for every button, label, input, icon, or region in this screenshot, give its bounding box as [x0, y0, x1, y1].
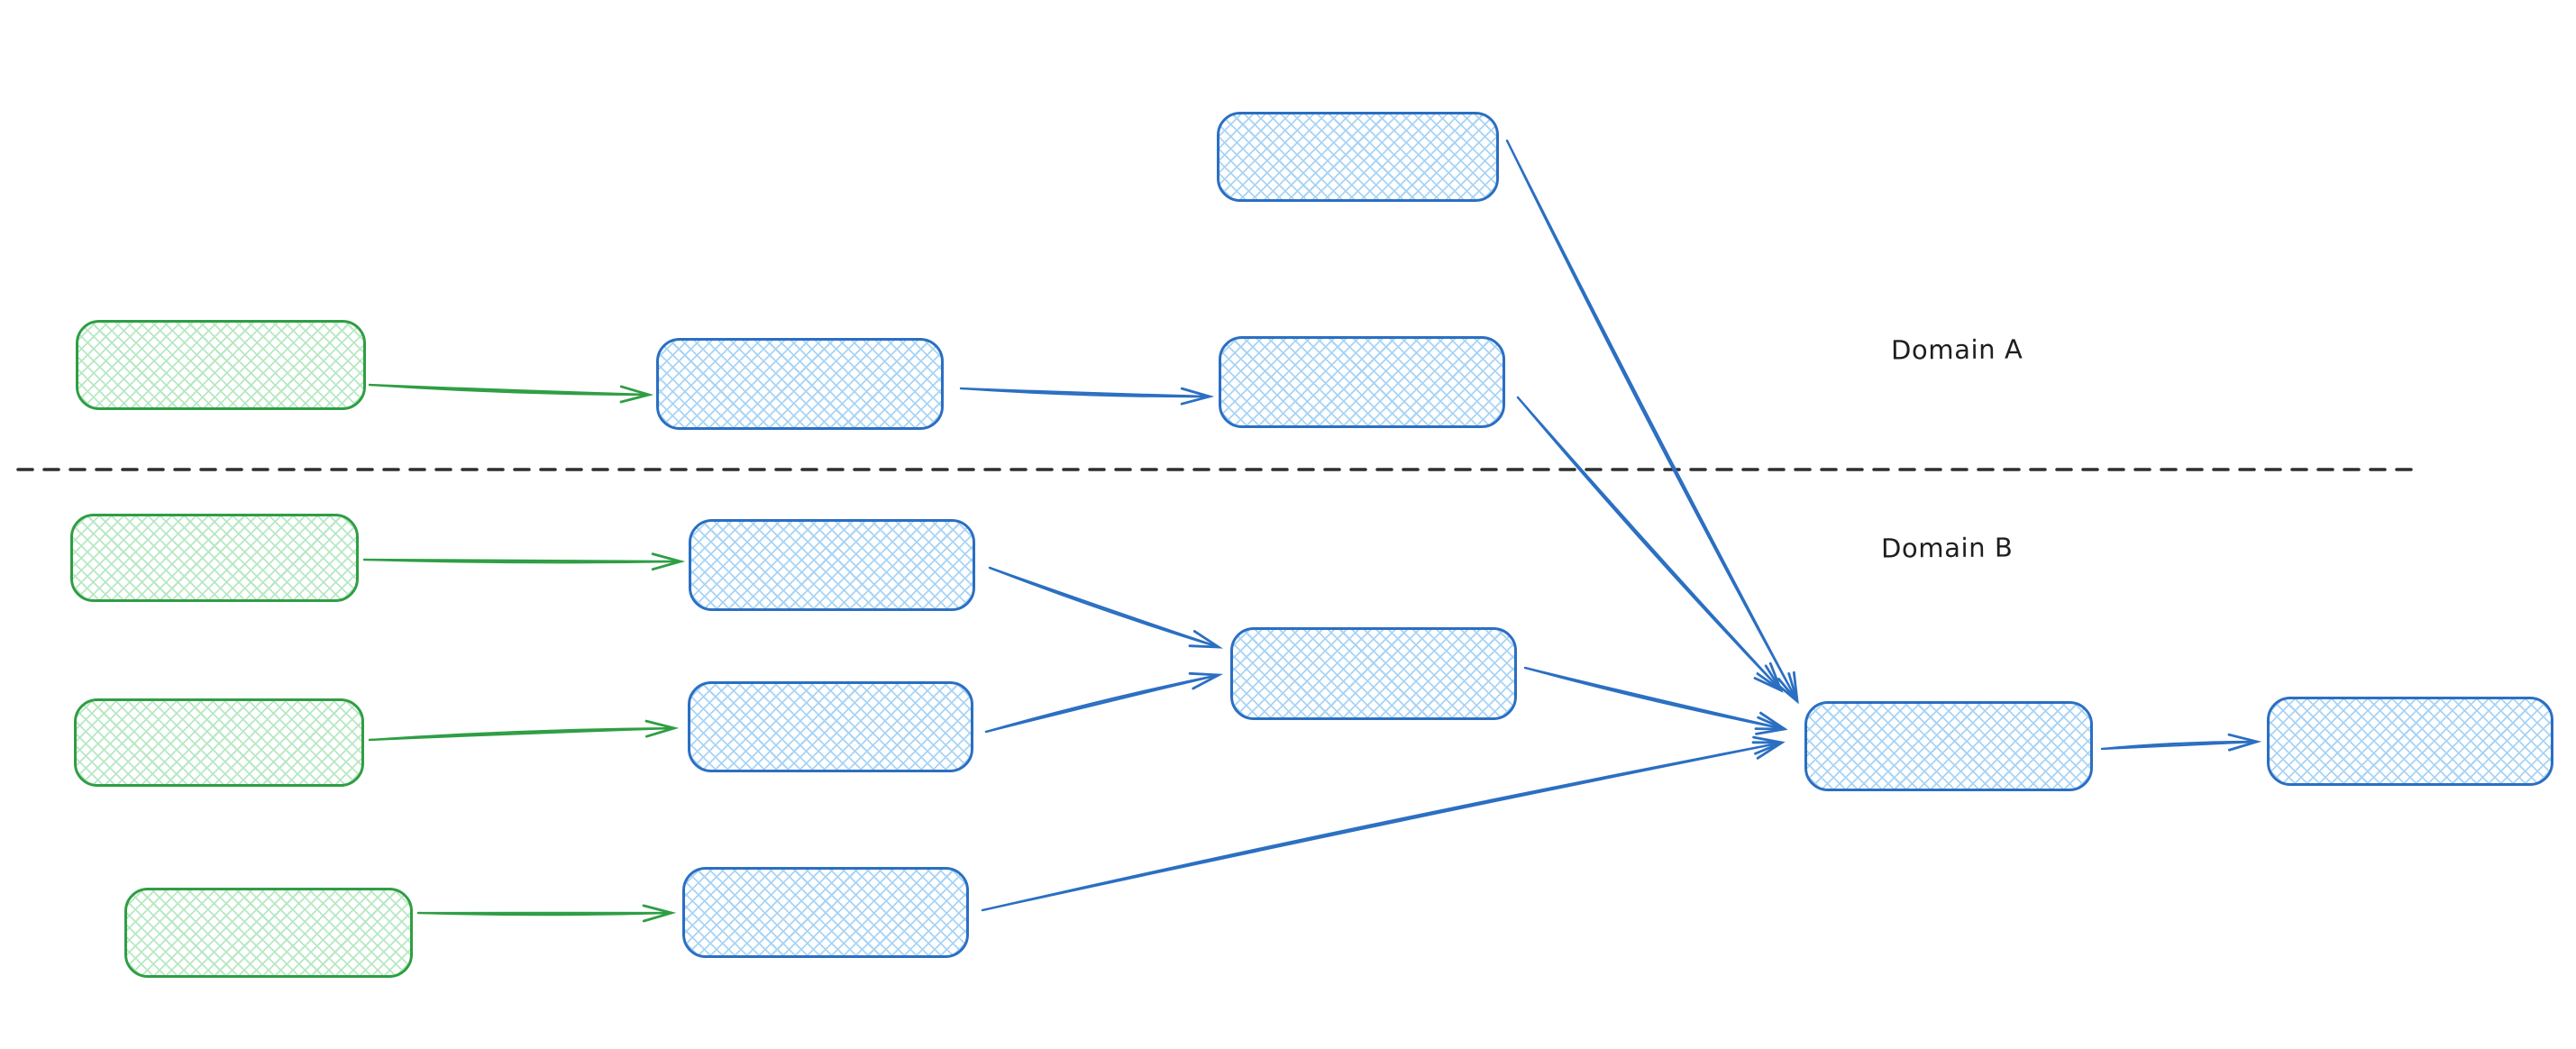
domain-b-label: Domain B	[1880, 532, 2014, 564]
edge-source-b3-to-stage-b3	[416, 904, 677, 923]
node-source-a	[76, 320, 366, 410]
node-stage-a1	[656, 338, 944, 430]
node-source-b1	[70, 514, 359, 602]
node-output	[2267, 697, 2553, 786]
edge-stage-b3-to-hub	[981, 735, 1786, 912]
node-stage-b3	[682, 867, 969, 958]
edge-stage-b1-to-merge-b	[988, 566, 1223, 649]
edge-stage-a1-to-stage-a2	[959, 387, 1215, 406]
node-merge-b	[1230, 627, 1517, 720]
edge-stage-a2-to-hub	[1516, 396, 1784, 693]
node-stage-b1	[689, 519, 975, 611]
domain-a-label: Domain A	[1890, 333, 2023, 366]
node-stage-a2	[1219, 336, 1505, 428]
edge-source-b1-to-stage-b1	[362, 552, 686, 571]
edge-source-b2-to-stage-b2	[368, 719, 680, 742]
node-source-b2	[74, 698, 364, 787]
edge-hub-to-output	[2100, 733, 2262, 752]
node-stage-a-top	[1217, 112, 1499, 202]
edge-merge-b-to-hub	[1523, 666, 1788, 735]
node-source-b3	[124, 888, 413, 978]
edge-source-a-to-stage-a1	[368, 383, 654, 404]
edge-stage-b2-to-merge-b	[984, 671, 1224, 734]
node-stage-b2	[688, 681, 973, 772]
edge-stage-a-top-to-hub	[1505, 139, 1799, 705]
node-hub	[1804, 701, 2093, 791]
